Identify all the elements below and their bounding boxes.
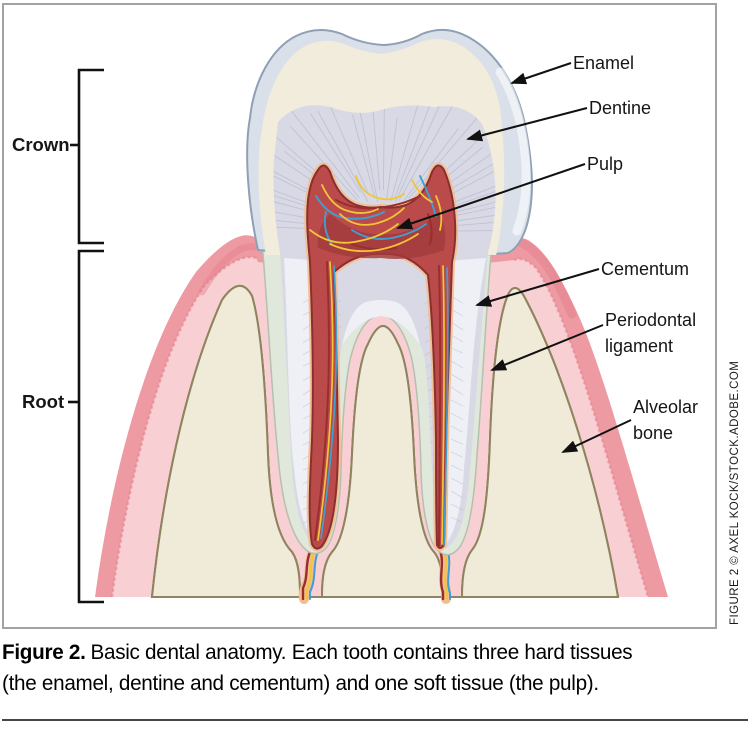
label-crown: Crown bbox=[12, 134, 70, 155]
label-dentine: Dentine bbox=[589, 98, 652, 118]
caption-text: Basic dental anatomy. Each tooth contain… bbox=[2, 641, 633, 695]
figure-caption: Figure 2.Basic dental anatomy. Each toot… bbox=[2, 637, 670, 699]
label-enamel: Enamel bbox=[573, 53, 635, 73]
label-root: Root bbox=[22, 391, 65, 412]
image-credit: FIGURE 2 © AXEL KOCK/STOCK.ADOBE.COM bbox=[729, 360, 741, 625]
caption-prefix: Figure 2. bbox=[2, 641, 86, 664]
label-periodontal-ligament: Periodontal ligament bbox=[605, 310, 697, 356]
label-cementum: Cementum bbox=[601, 259, 690, 279]
label-pulp: Pulp bbox=[587, 154, 624, 174]
label-alveolar-bone: Alveolar bone bbox=[633, 397, 699, 443]
bottom-rule bbox=[2, 719, 748, 721]
